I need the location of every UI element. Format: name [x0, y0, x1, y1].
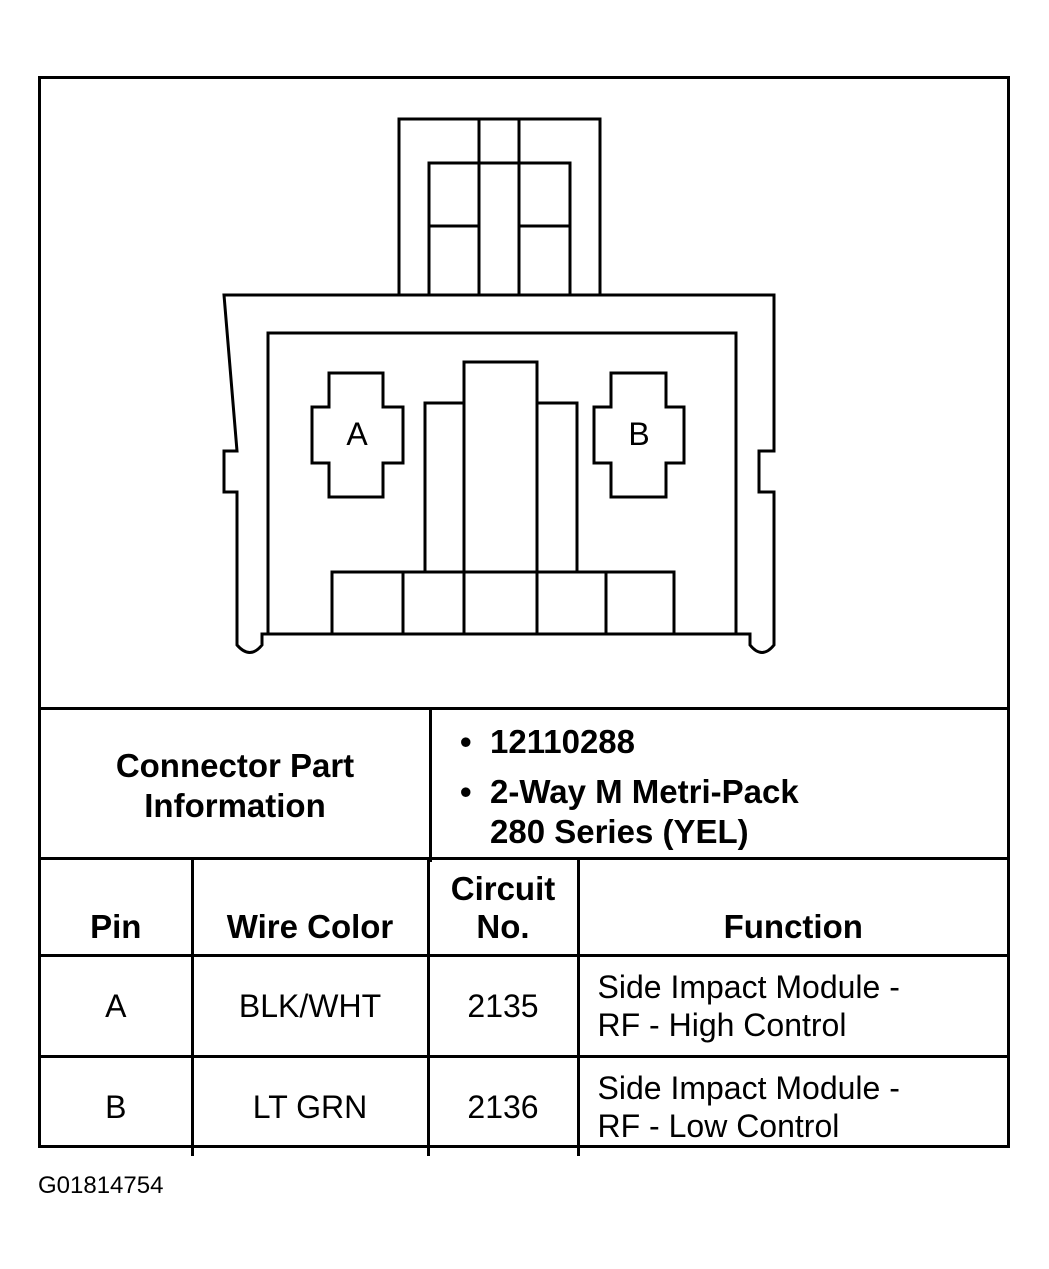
connector-lock-tab [397, 117, 602, 297]
cavity-b [592, 371, 686, 499]
diagram-frame: A B Connector Part Information 12110288 … [38, 76, 1010, 1156]
connector-part-info: Connector Part Information 12110288 2-Wa… [41, 707, 1007, 862]
connector-bottom-segments [330, 570, 676, 636]
cavity-a-label: A [346, 416, 368, 452]
pin-table-header: Pin Wire Color Circuit No. Function [41, 857, 1007, 956]
figure-id: G01814754 [38, 1172, 164, 1199]
cavity-a [310, 371, 405, 499]
circuit-cell: 2135 [428, 954, 580, 1057]
header-pin: Pin [41, 857, 194, 956]
pin-table: Pin Wire Color Circuit No. Function A BL… [41, 857, 1007, 1156]
connector-center-key [423, 360, 579, 574]
header-wire-color: Wire Color [192, 857, 430, 956]
connector-face-diagram: A B [222, 117, 776, 654]
table-row: B LT GRN 2136 Side Impact Module - RF - … [41, 1055, 1007, 1156]
function-cell: Side Impact Module - RF - High Control [578, 954, 1007, 1057]
connector-housing [222, 293, 776, 654]
part-number: 12110288 [460, 722, 1007, 762]
cavity-b-label: B [628, 416, 649, 452]
connector-type: 2-Way M Metri-Pack 280 Series (YEL) [460, 772, 1007, 852]
table-row: A BLK/WHT 2135 Side Impact Module - RF -… [41, 954, 1007, 1057]
part-info-label: Connector Part Information [41, 707, 432, 862]
pin-cell: B [41, 1055, 194, 1156]
header-circuit-no: Circuit No. [428, 857, 580, 956]
function-cell: Side Impact Module - RF - Low Control [578, 1055, 1007, 1156]
header-function: Function [578, 857, 1007, 956]
part-info-values: 12110288 2-Way M Metri-Pack 280 Series (… [430, 707, 1007, 862]
wire-color-cell: BLK/WHT [192, 954, 430, 1057]
circuit-cell: 2136 [428, 1055, 580, 1156]
pin-cell: A [41, 954, 194, 1057]
wire-color-cell: LT GRN [192, 1055, 430, 1156]
